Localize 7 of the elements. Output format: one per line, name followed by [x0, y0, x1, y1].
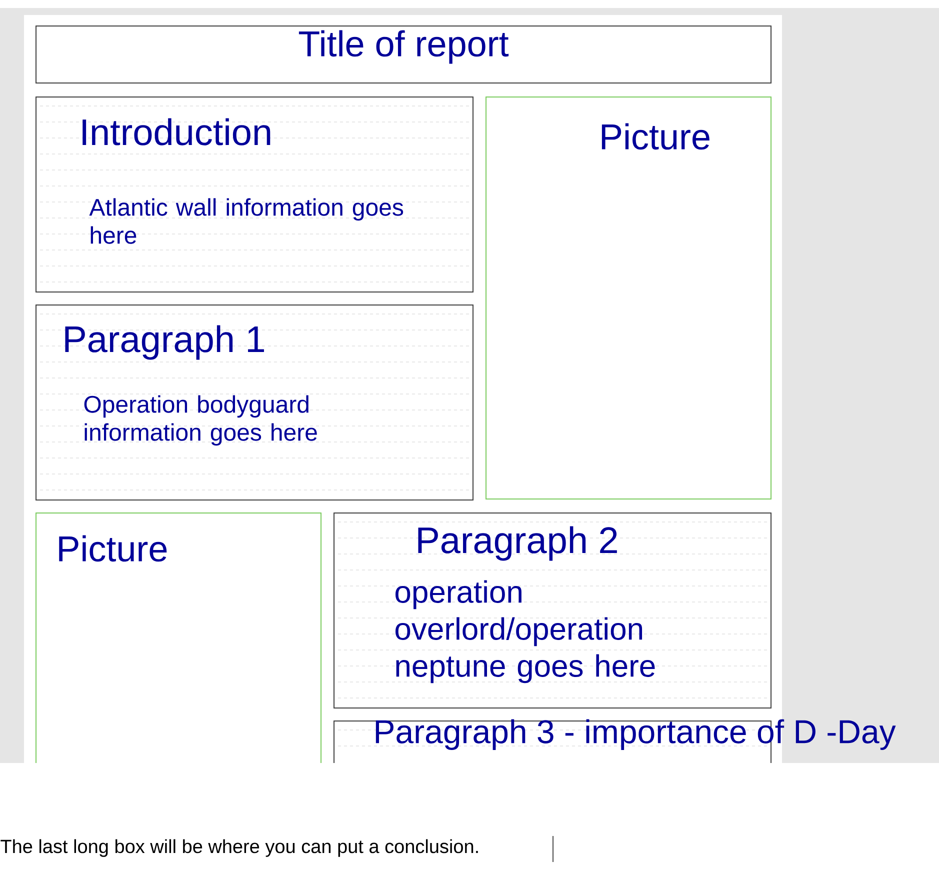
text-box: Paragraph 1 Operation bodyguard information goes here: [36, 304, 474, 500]
text-box: Paragraph 2 operation overlord/operation neptune goes here: [334, 512, 772, 708]
title-box: Title of report: [36, 26, 772, 84]
picture-box: Picture: [36, 512, 322, 764]
text-box: Introduction Atlantic wall information goes here: [36, 96, 474, 292]
caption: The last long box will be where you can put a conclusion.: [0, 839, 478, 857]
picture-box: Picture: [486, 96, 772, 500]
